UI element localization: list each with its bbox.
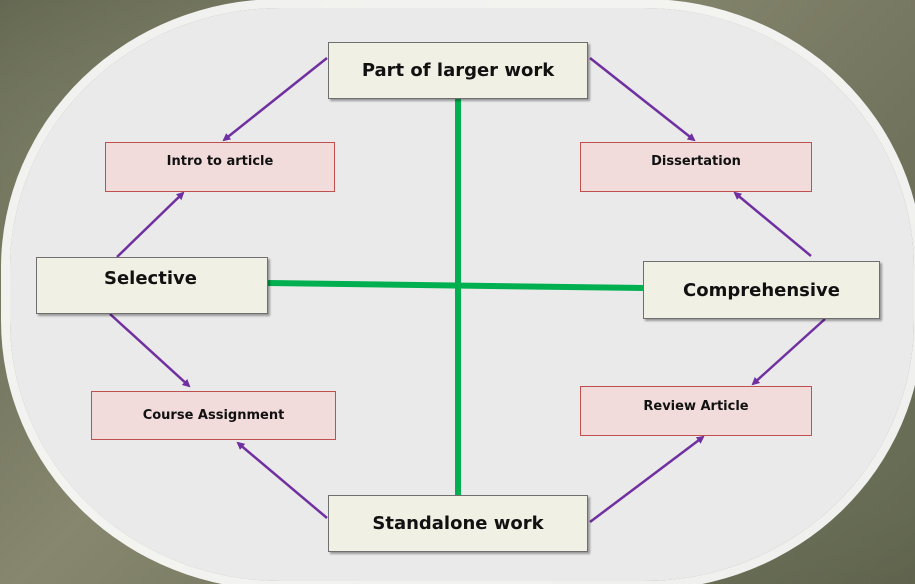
standalone-work-label: Standalone work (372, 513, 544, 534)
review-article-box: Review Article (580, 386, 812, 436)
dissertation-box: Dissertation (580, 142, 812, 192)
horizontal-axis-line (267, 280, 644, 291)
part-of-larger-work-box: Part of larger work (328, 42, 588, 99)
comprehensive-box: Comprehensive (643, 261, 880, 319)
intro-to-article-box: Intro to article (105, 142, 335, 192)
selective-label: Selective (104, 268, 197, 289)
intro-to-article-label: Intro to article (166, 154, 274, 169)
dissertation-label: Dissertation (651, 154, 741, 169)
course-assignment-label: Course Assignment (142, 408, 285, 423)
selective-box: Selective (36, 257, 268, 314)
arrow-comprehensive-to-review (751, 318, 826, 386)
arrow-comprehensive-to-dissertation (733, 191, 812, 257)
arrow-standalone-to-review (589, 435, 705, 523)
standalone-work-box: Standalone work (328, 495, 588, 552)
arrow-standalone-to-course (236, 441, 328, 519)
part-of-larger-work-label: Part of larger work (361, 60, 555, 81)
arrow-top-to-intro (222, 57, 328, 142)
comprehensive-label: Comprehensive (683, 279, 840, 301)
arrow-top-to-dissertation (589, 57, 696, 142)
review-article-label: Review Article (643, 399, 749, 414)
course-assignment-box: Course Assignment (91, 391, 336, 440)
arrow-selective-to-intro (116, 191, 185, 258)
arrow-selective-to-course (109, 313, 191, 388)
